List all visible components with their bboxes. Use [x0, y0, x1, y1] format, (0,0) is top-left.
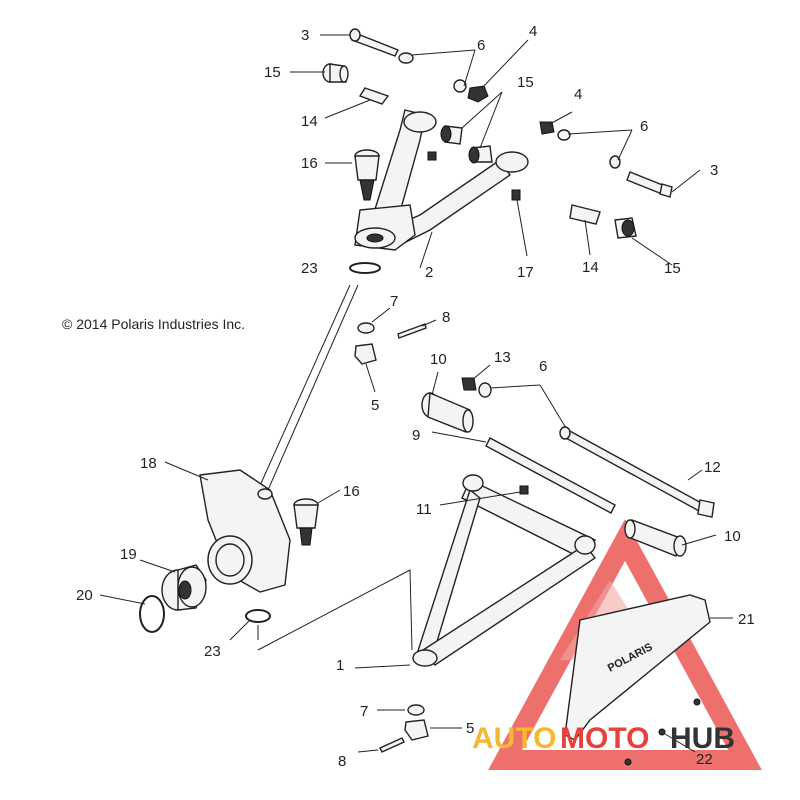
- label-9: 9: [412, 427, 420, 444]
- circlip-23-upper: [349, 262, 381, 274]
- label-14-top: 14: [301, 113, 318, 130]
- bushing-15-top-left: [322, 63, 349, 83]
- bearing-19: [161, 564, 207, 611]
- washer-6-right-b: [609, 155, 621, 169]
- label-3-top: 3: [301, 27, 309, 44]
- watermark-hub: HUB: [670, 722, 735, 755]
- label-4-top: 4: [529, 23, 537, 40]
- pivot-bolt-9: [485, 437, 616, 514]
- label-6-mid: 6: [539, 358, 547, 375]
- lower-a-arm: [412, 474, 597, 667]
- screw-22-a: [693, 698, 701, 706]
- sleeve-14-top: [358, 87, 390, 105]
- screw-22-b: [658, 728, 666, 736]
- label-16-lower: 16: [343, 483, 360, 500]
- bushing-15-right: [614, 217, 637, 239]
- label-7-lower: 7: [360, 703, 368, 720]
- label-8-lower: 8: [338, 753, 346, 770]
- label-10-upper: 10: [430, 351, 447, 368]
- label-13: 13: [494, 349, 511, 366]
- label-5-lower: 5: [466, 720, 474, 737]
- snap-ring-20: [139, 595, 165, 633]
- leader-lines: [99, 34, 733, 753]
- label-17: 17: [517, 264, 534, 281]
- label-4-right: 4: [574, 86, 582, 103]
- label-11: 11: [416, 501, 432, 518]
- axis-line-lower: [257, 569, 413, 651]
- label-14-right: 14: [582, 259, 599, 276]
- upper-bolt-top: [349, 28, 399, 57]
- watermark-moto: MOTO: [560, 722, 649, 755]
- bolt-13: [461, 377, 477, 391]
- label-6-top: 6: [477, 37, 485, 54]
- grease-fitting-17: [511, 189, 521, 201]
- label-6-right: 6: [640, 118, 648, 135]
- pivot-bolt-12: [563, 429, 715, 518]
- screw-22-c: [624, 758, 632, 766]
- label-5-upper: 5: [371, 397, 379, 414]
- label-20: 20: [76, 587, 93, 604]
- label-15-mid: 15: [517, 74, 534, 91]
- ball-joint-16-upper: [354, 149, 380, 201]
- axis-line-upper: [267, 284, 359, 491]
- copyright-text: © 2014 Polaris Industries Inc.: [62, 316, 245, 332]
- washer-6-top: [398, 52, 414, 64]
- washer-6-mid-a: [478, 382, 492, 398]
- sleeve-10-lower: [624, 519, 687, 557]
- cotter-pin-8-lower: [379, 737, 405, 753]
- washer-6-mid-b: [559, 426, 571, 440]
- nut-5-upper: [354, 343, 377, 365]
- label-23-lower: 23: [204, 643, 221, 660]
- label-8-upper: 8: [442, 309, 450, 326]
- label-3-right: 3: [710, 162, 718, 179]
- sleeve-14-right: [569, 204, 601, 225]
- washer-7-upper: [357, 322, 375, 334]
- watermark-text: AUTO MOTO HUB: [472, 722, 735, 755]
- nut-5-lower: [404, 719, 429, 741]
- upper-a-arm: [354, 109, 529, 251]
- washer-7-lower: [407, 704, 425, 716]
- watermark-auto: AUTO: [472, 722, 556, 755]
- cotter-pin-8-upper: [397, 323, 427, 339]
- label-19: 19: [120, 546, 137, 563]
- label-15-top: 15: [264, 64, 281, 81]
- label-18: 18: [140, 455, 157, 472]
- label-21: 21: [738, 611, 755, 628]
- ball-joint-16-lower: [293, 498, 319, 546]
- upper-bolt-right: [626, 171, 673, 198]
- part-labels: 3 6 4 15 15 4 6 14 16 3 23 2 17 14 15 © …: [62, 23, 755, 770]
- washer-6-right-a: [557, 129, 571, 141]
- washer-6-top-b: [453, 79, 467, 93]
- label-1: 1: [336, 657, 344, 674]
- label-22: 22: [696, 751, 713, 768]
- label-16-upper: 16: [301, 155, 318, 172]
- label-7-upper: 7: [390, 293, 398, 310]
- circlip-23-lower: [245, 609, 271, 623]
- label-2: 2: [425, 264, 433, 281]
- nut-4-top: [467, 85, 489, 103]
- label-23-upper: 23: [301, 260, 318, 277]
- bushing-15-mid: [440, 125, 493, 164]
- nut-4-right: [539, 121, 555, 135]
- label-10-lower: 10: [724, 528, 741, 545]
- sleeve-10-upper: [421, 391, 474, 433]
- label-12: 12: [704, 459, 721, 476]
- axis-line-upper-b: [257, 284, 351, 491]
- steering-knuckle-18: [199, 469, 291, 593]
- grease-fitting-upper: [427, 151, 437, 161]
- a-arm-guard-21: POLARIS: [564, 594, 711, 741]
- label-15-right: 15: [664, 260, 681, 277]
- grease-fitting-11: [519, 485, 529, 495]
